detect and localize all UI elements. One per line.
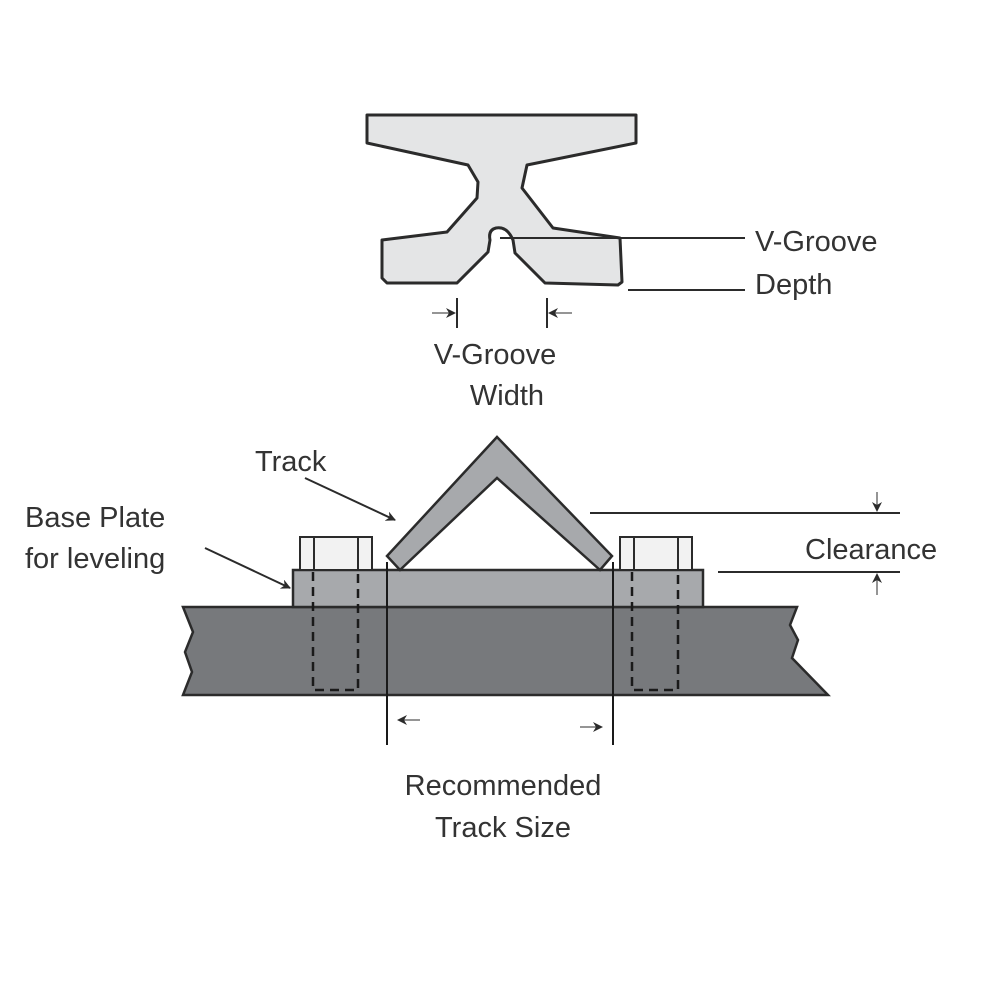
track-size-label-2: Track Size [435, 812, 571, 844]
track-pointer-arrow [304, 477, 396, 521]
v-groove-width-label-2: Width [470, 380, 544, 412]
v-track [385, 435, 614, 572]
base-plate-label-1: Base Plate [25, 502, 165, 534]
base-plate-label-2: for leveling [25, 543, 165, 575]
track-label: Track [255, 446, 327, 478]
mounting-surface [181, 605, 831, 697]
left-bolt [299, 536, 373, 692]
base-plate-pointer-arrow [204, 547, 291, 589]
v-groove-depth-label-2: Depth [755, 269, 832, 301]
v-groove-wheel [365, 113, 638, 287]
track-size-label-1: Recommended [405, 770, 602, 802]
v-groove-depth-label-1: V-Groove [755, 226, 878, 258]
base-plate [291, 568, 705, 609]
clearance-label: Clearance [805, 534, 937, 566]
v-groove-width-label-1: V-Groove [434, 339, 557, 371]
right-bolt [619, 536, 693, 692]
